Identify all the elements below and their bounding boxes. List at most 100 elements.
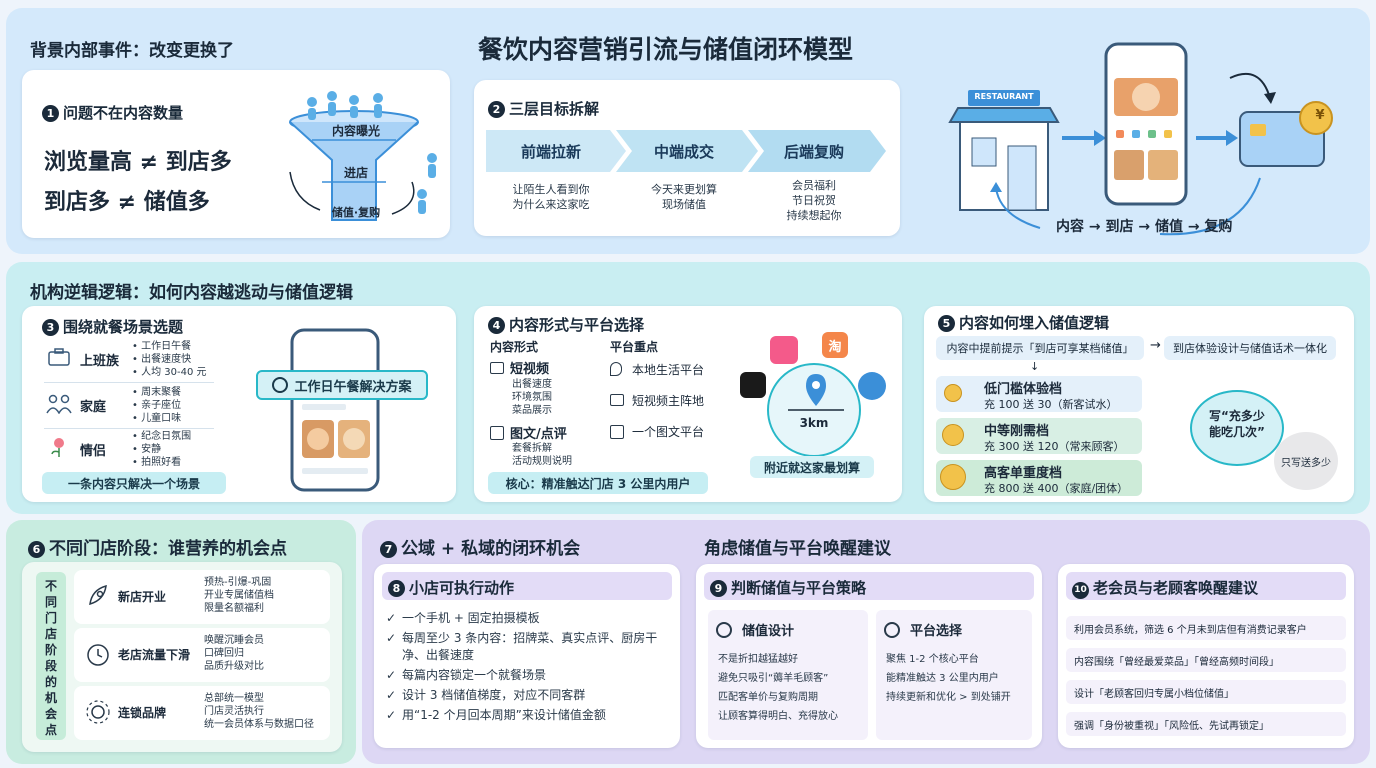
tier-mid: 中等刚需档 充 300 送 120（常来顾客） [936, 418, 1142, 454]
funnel-icon [289, 91, 437, 221]
stage-new-items: 预热-引爆-巩固 开业专属储值档 限量名额福利 [204, 577, 274, 614]
money-bag-icon [940, 464, 966, 490]
stage-midend-desc: 今天来更划算现场储值 [651, 183, 717, 211]
vertical-label-box [36, 572, 66, 740]
col-head-platforms: 平台重点 [610, 340, 659, 354]
restaurant-sign: RESTAURANT [974, 92, 1034, 101]
family-icon [46, 394, 72, 418]
strategy-left-head: 储值设计 [742, 624, 795, 639]
scene-bubble: 工作日午餐解决方案 [256, 370, 428, 400]
coin-icon [944, 384, 962, 402]
member-tip: 利用会员系统，筛选 6 个月未到店但有消费记录客户 [1066, 616, 1346, 640]
stage-old-label: 老店流量下滑 [118, 648, 191, 662]
section-heading-logic: 机构逆辑逻辑：如何内容越逃动与储值逻辑 [30, 283, 353, 303]
platform-article: 一个图文平台 [632, 425, 705, 439]
divider [44, 382, 214, 383]
section-heading-background: 背景内部事件：改变更换了 [30, 41, 234, 61]
map-radius-graphic [740, 332, 886, 457]
divider [44, 428, 214, 429]
strategy-right-head: 平台选择 [910, 624, 963, 639]
map-radius-label: 3km [799, 416, 829, 430]
gear-network-icon [86, 700, 110, 724]
scene-label-family: 家庭 [80, 400, 107, 415]
stage-chain-items: 总部统一模型 门店灵活执行 统一会员体系与数据口径 [204, 693, 314, 730]
platform-video: 短视频主阵地 [632, 394, 705, 408]
stage-new-store: 新店开业 预热-引爆-巩固 开业专属储值档 限量名额福利 [74, 570, 330, 624]
form-label-video: 短视频 [510, 362, 550, 377]
video-icon [490, 362, 504, 374]
form-items-article: 套餐拆解 活动规则说明 [512, 443, 572, 467]
scene-items-family: • 周末聚餐 • 亲子座位 • 儿童口味 [132, 387, 182, 424]
map-caption: 附近就这家最划算 [750, 456, 874, 478]
stage-old-store: 老店流量下滑 唤醒沉睡会员 口碑回归 品质升级对比 [74, 628, 330, 682]
flow-illustration [948, 42, 1333, 236]
list-item: ✓一个手机 + 固定拍摄模板 [386, 611, 540, 625]
speech-bubble-good [1190, 390, 1284, 466]
member-tip: 内容围绕「曾经最爱菜品」「曾经高频时间段」 [1066, 648, 1346, 672]
app-icon-taobao: 淘 [828, 340, 842, 355]
briefcase-icon [48, 348, 70, 370]
coin-icon: ¥ [1315, 108, 1325, 123]
link-icon [610, 425, 624, 439]
funnel-label-exposure: 内容曝光 [331, 124, 380, 138]
list-item: ✓每周至少 3 条内容：招牌菜、真实点评、厨房干净、出餐速度 [386, 631, 658, 662]
target-icon [884, 622, 900, 638]
tier-low-detail: 充 100 送 30（新客试水） [984, 398, 1118, 411]
statement-visits-vs-deposits: 到店多 ≠ 储值多 [44, 190, 210, 215]
check-icon: ✓ [386, 708, 397, 722]
scene-items-couple: • 纪念日氛围 • 安静 • 拍照好看 [132, 431, 192, 468]
tier-high-detail: 充 800 送 400（家庭/团体） [984, 482, 1129, 495]
tier-high-name: 高客单重度档 [984, 466, 1063, 481]
stage-backend: 后端复购 [783, 142, 844, 161]
platform-local: 本地生活平台 [632, 363, 705, 377]
statement-views-vs-visits: 浏览量高 ≠ 到店多 [44, 150, 232, 175]
form-items-video: 出餐速度 环境氛围 菜品展示 [512, 379, 552, 416]
check-icon: ✓ [386, 668, 397, 682]
card-title-bg [1066, 572, 1346, 600]
list-item: ✓用“1-2 个月回本周期”来设计储值金额 [386, 708, 606, 722]
hint-integration: 到店体验设计与储值话术一体化 [1164, 336, 1336, 360]
alarm-clock-icon [87, 644, 109, 666]
check-icon: ✓ [386, 688, 397, 702]
speech-text-bad: 只写送多少 [1281, 458, 1331, 469]
location-pin-icon [610, 362, 622, 376]
play-icon [610, 394, 624, 406]
tier-mid-name: 中等刚需档 [984, 424, 1050, 439]
scene-footer: 一条内容只解决一个场景 [42, 472, 226, 494]
vertical-label: 不同门店阶段的机会点 [44, 579, 57, 737]
card-title-bg [704, 572, 1034, 600]
rocket-icon [89, 584, 107, 606]
stage-midend: 中端成交 [653, 142, 714, 161]
strategy-left-items: 不是折扣越猛越好 避免只吸引“薅羊毛顾客” 匹配客单价与复购周期 让顾客算得明白… [718, 654, 838, 722]
hint-preview: 内容中提前提示「到店可享某档储值」 [936, 336, 1144, 360]
card-title-bg [382, 572, 672, 600]
phone-mockup [290, 328, 380, 492]
rose-icon [48, 436, 70, 462]
page-title: 餐饮内容营销引流与储值闭环模型 [478, 35, 854, 64]
strategy-right-items: 聚焦 1-2 个核心平台 能精准触达 3 公里内用户 持续更新和优化 > 到处铺… [886, 654, 1011, 703]
arrow-right: → [1150, 338, 1161, 353]
speech-bubble-bad [1274, 432, 1338, 490]
stage-chain: 连锁品牌 总部统一模型 门店灵活执行 统一会员体系与数据口径 [74, 686, 330, 740]
scene-items-office: • 工作日午餐 • 出餐速度快 • 人均 30-40 元 [132, 341, 207, 378]
article-icon [490, 426, 504, 440]
list-item: ✓每篇内容锁定一个就餐场景 [386, 668, 547, 682]
stage-frontend: 前端拉新 [520, 142, 581, 161]
speech-text-good: 写“充多少能吃几次” [1209, 409, 1265, 439]
action-list: ✓一个手机 + 固定拍摄模板 ✓每周至少 3 条内容：招牌菜、真实点评、厨房干净… [386, 610, 672, 724]
funnel-label-visit: 进店 [343, 166, 368, 180]
scene-label-office: 上班族 [80, 354, 120, 369]
form-label-article: 图文/点评 [510, 427, 567, 442]
list-item: ✓设计 3 档储值梯度，对应不同客群 [386, 688, 586, 702]
